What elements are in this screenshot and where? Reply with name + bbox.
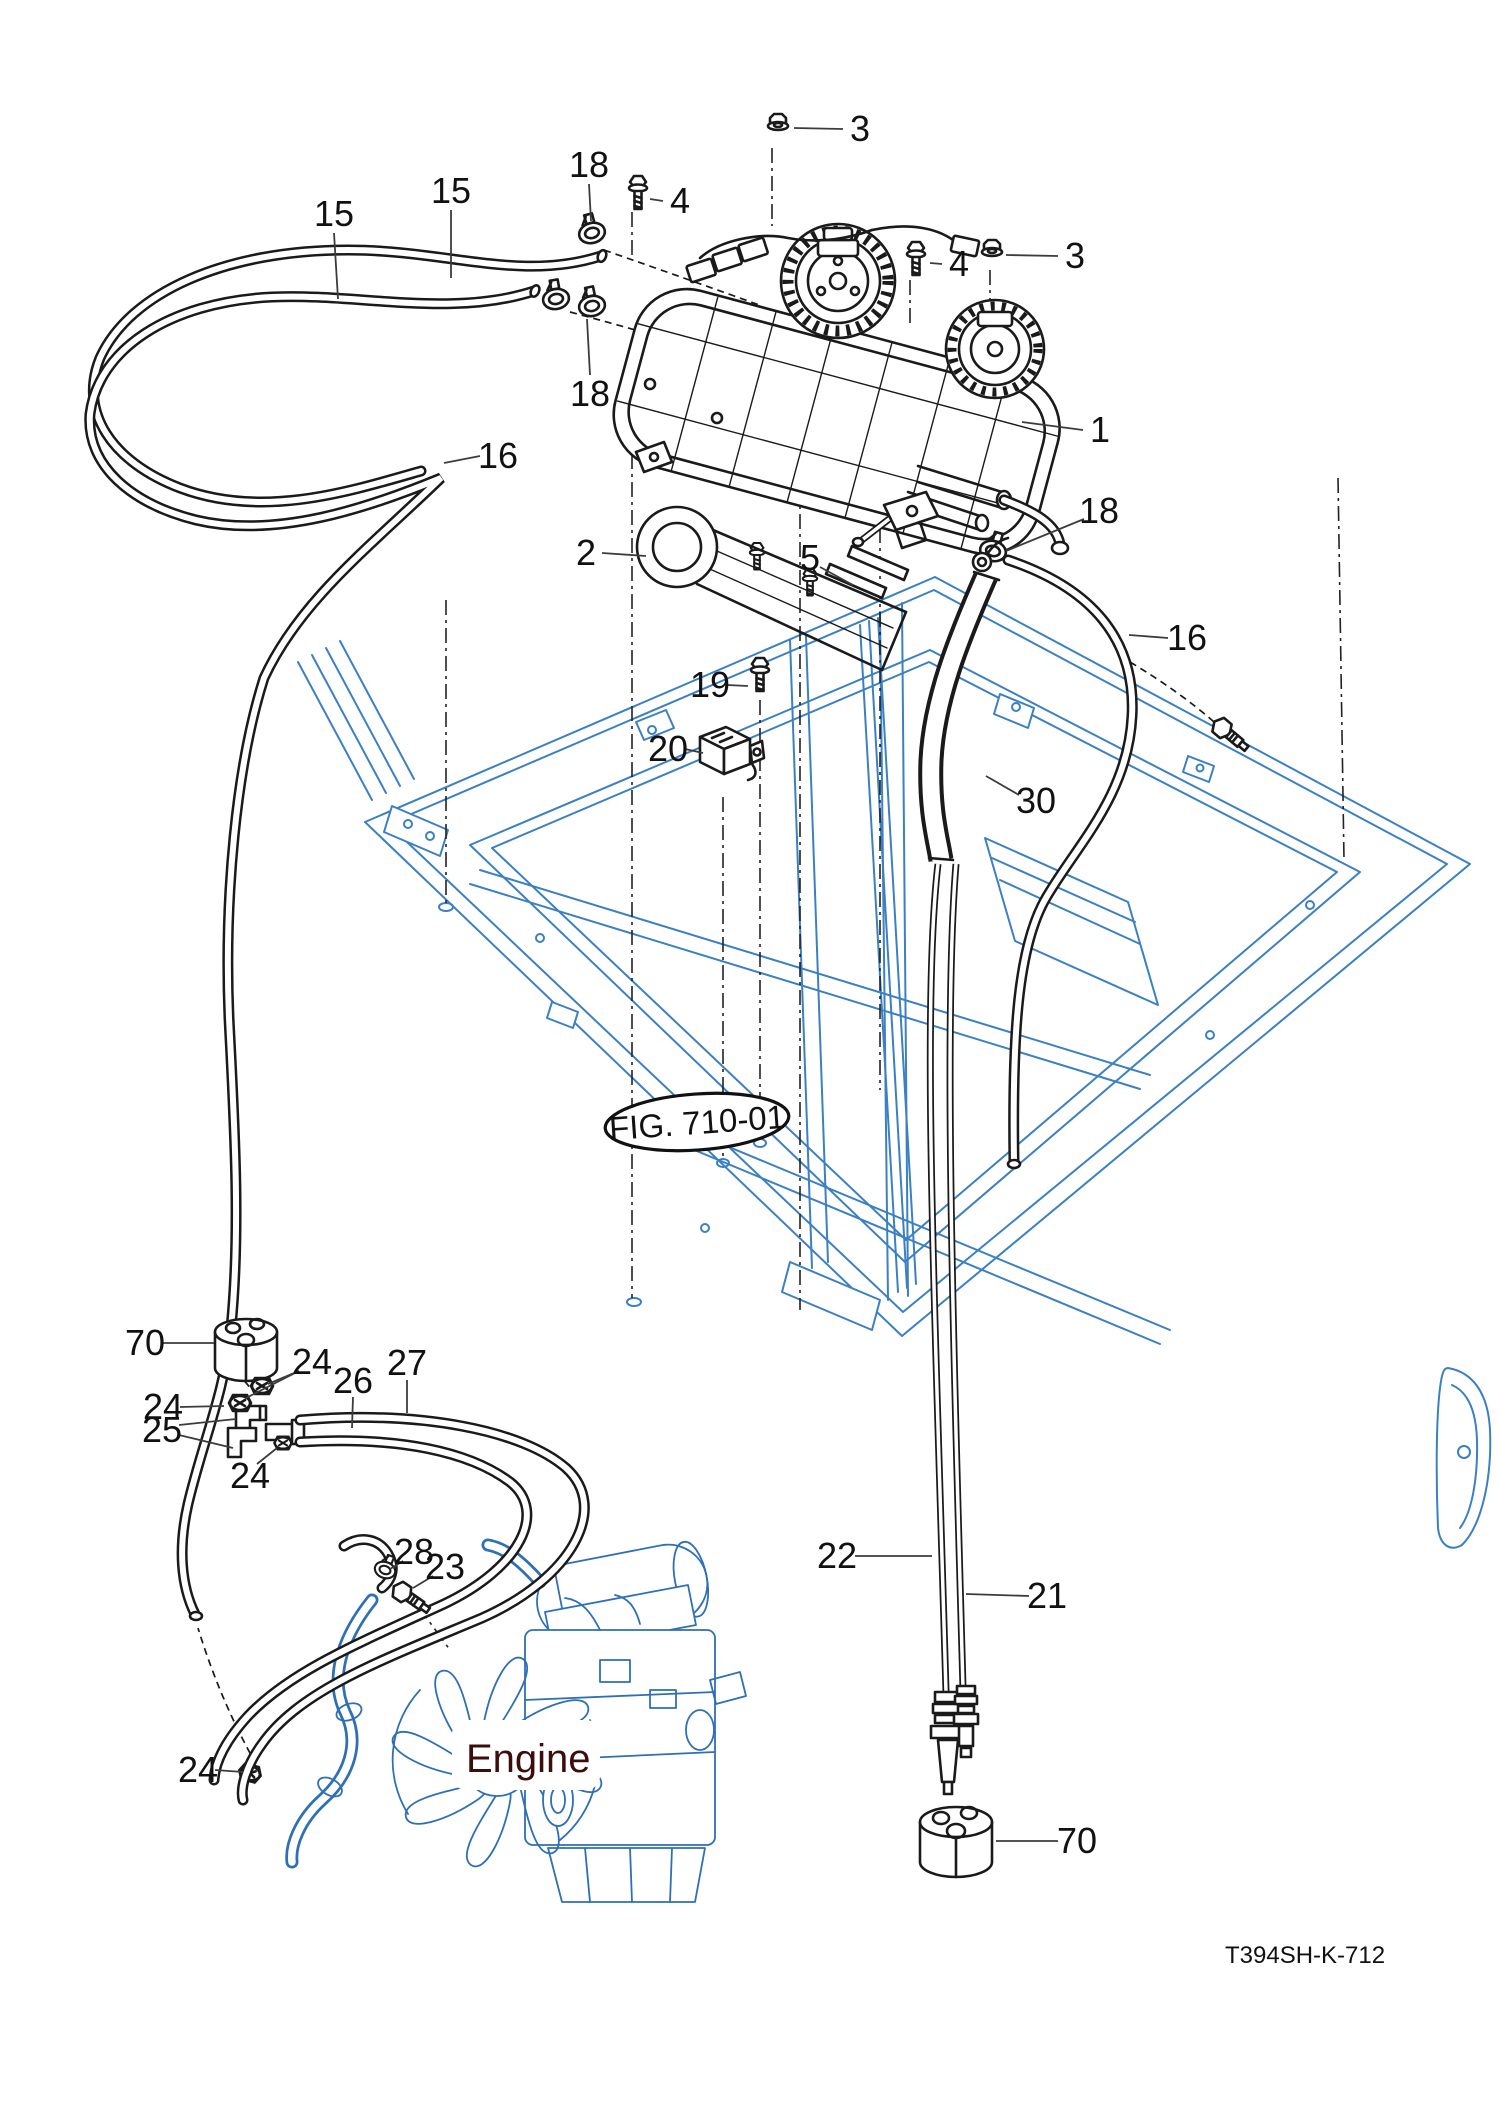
- callout-4-b: 4: [949, 243, 969, 284]
- leader-line-23-0: [412, 1575, 434, 1589]
- part-20-relay: [698, 725, 766, 782]
- part-3-nut-b: [980, 238, 1004, 258]
- part-1-heater-unit: [612, 222, 1070, 597]
- leader-line-25-1: [178, 1434, 234, 1449]
- blower-motor-right: [944, 298, 1046, 400]
- oil-pan: [547, 1847, 706, 1903]
- part-27-hose: [236, 1411, 590, 1806]
- callout-23: 23: [425, 1546, 465, 1587]
- leader-line-16-b-0: [1128, 634, 1169, 639]
- callout-26: 26: [333, 1360, 373, 1401]
- leader-line-18-a-0: [588, 183, 592, 222]
- callout-15-a: 15: [314, 193, 354, 234]
- outlet-pipes: [851, 464, 1070, 556]
- leader-line-4-a-0: [649, 198, 664, 202]
- callout-16-a: 16: [478, 435, 518, 476]
- callout-27: 27: [387, 1342, 427, 1383]
- leader-line-3-b-0: [1005, 254, 1059, 257]
- callout-70-a: 70: [125, 1322, 165, 1363]
- part-2-duct-gasket: [635, 505, 908, 672]
- callout-24-d: 24: [178, 1749, 218, 1790]
- callout-22: 22: [817, 1535, 857, 1576]
- leader-line-19-0: [726, 684, 749, 687]
- wiring-harness: [685, 225, 981, 284]
- callout-70-b: 70: [1057, 1820, 1097, 1861]
- callout-24-a: 24: [292, 1341, 332, 1382]
- leader-line-28-0: [389, 1560, 404, 1570]
- leader-line-20-0: [684, 748, 704, 754]
- engine-label: Engine: [452, 1720, 600, 1790]
- callout-18-c: 18: [1079, 490, 1119, 531]
- part-26-hose: [208, 1435, 533, 1786]
- leader-line-24-d-0: [214, 1769, 244, 1773]
- part-19-bolt: [749, 656, 771, 693]
- leader-line-24-c-0: [256, 1447, 278, 1465]
- part-18-clamp-c: [574, 283, 609, 320]
- leader-line-18-b-0: [586, 318, 591, 376]
- leader-line-2-0: [601, 552, 647, 557]
- callout-28: 28: [394, 1531, 434, 1572]
- leader-line-21-0: [965, 1593, 1030, 1597]
- part-70-grommet-left: [213, 1317, 279, 1383]
- drawing-code: T394SH-K-712: [1225, 1942, 1385, 1969]
- callout-30: 30: [1016, 780, 1056, 821]
- engine-coolant-hose: [285, 1538, 547, 1869]
- leader-line-26-0: [351, 1396, 354, 1429]
- leader-line-1-0: [1021, 421, 1084, 431]
- callout-3-a: 3: [850, 108, 870, 149]
- part-3-nut-a: [766, 112, 790, 132]
- callout-20: 20: [648, 728, 688, 769]
- part-70-grommet-right: [918, 1805, 994, 1879]
- part-25-elbow-fittings: [226, 1404, 306, 1459]
- blower-motor-left: [779, 222, 897, 340]
- callout-3-b: 3: [1065, 235, 1085, 276]
- callout-1: 1: [1090, 409, 1110, 450]
- leader-line-4-b-0: [929, 262, 943, 265]
- callout-16-b: 16: [1167, 617, 1207, 658]
- part-30-insulated-hose: [918, 536, 1010, 863]
- leader-line-30-0: [985, 775, 1020, 796]
- leader-line-24-a-1: [245, 1370, 300, 1399]
- part-24-nut-c: [273, 1435, 293, 1451]
- part-15-heater-hoses: [87, 244, 608, 508]
- figure-reference: FIG. 710-01: [603, 1091, 791, 1153]
- part-4-bolt-b: [905, 240, 927, 277]
- leader-line-16-a-0: [443, 455, 481, 464]
- callout-24-c: 24: [230, 1455, 270, 1496]
- callout-2: 2: [576, 532, 596, 573]
- leader-line-5-0: [819, 566, 854, 586]
- callout-21: 21: [1027, 1575, 1067, 1616]
- callout-15-b: 15: [431, 170, 471, 211]
- callout-4-a: 4: [670, 180, 690, 221]
- callout-25: 25: [142, 1409, 182, 1450]
- part-21-22-drain-pipes: [926, 863, 980, 1796]
- callout-18-a: 18: [569, 144, 609, 185]
- callout-5: 5: [800, 537, 820, 578]
- part-4-bolt-a: [627, 174, 649, 211]
- roof-frame: [297, 576, 1492, 1549]
- callout-18-b: 18: [570, 373, 610, 414]
- part-18-clamp-b: [538, 276, 572, 313]
- callout-19: 19: [690, 664, 730, 705]
- callout-24-b: 24: [143, 1386, 183, 1427]
- leader-line-3-a-0: [793, 127, 844, 130]
- part-16-return-hose: [1002, 554, 1138, 1170]
- leader-line-15-a-0: [333, 232, 339, 300]
- part-5-seal-strip: [824, 544, 910, 600]
- leader-line-25-0: [178, 1418, 237, 1426]
- engine-label-text: Engine: [466, 1737, 591, 1781]
- leader-line-24-b-0: [179, 1405, 225, 1408]
- leader-line-18-c-0: [1005, 518, 1085, 552]
